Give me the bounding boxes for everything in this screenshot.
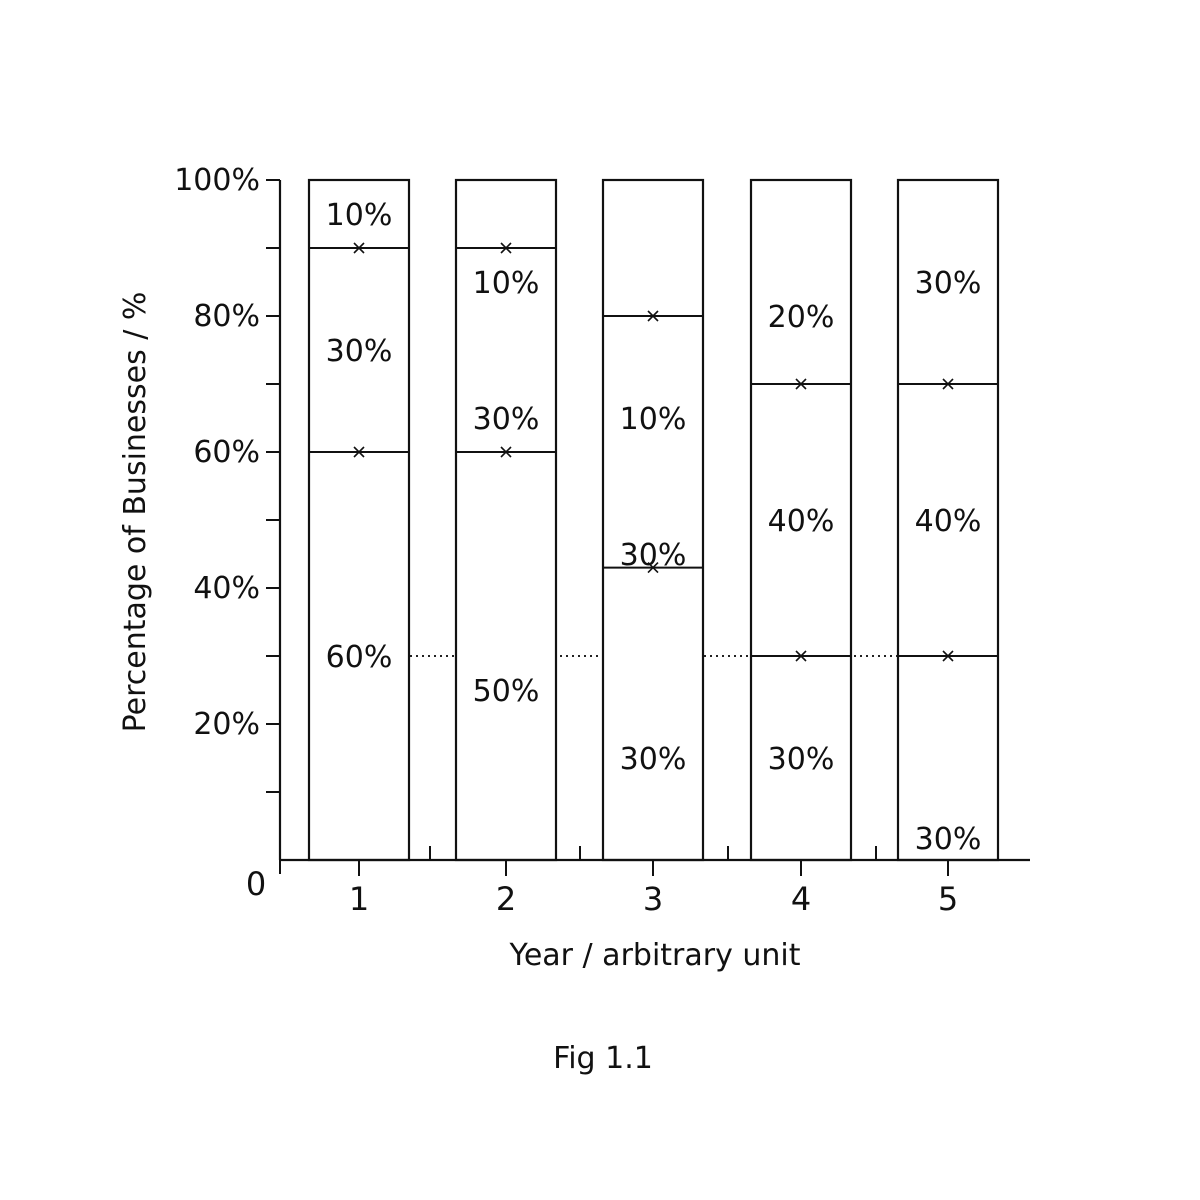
- segment-label: 40%: [768, 504, 835, 539]
- origin-label: 0: [246, 865, 266, 903]
- y-axis-title: Percentage of Businesses / %: [118, 292, 153, 733]
- y-tick-label: 100%: [174, 163, 260, 198]
- segment-label: 10%: [326, 198, 393, 233]
- boundary-marker: [942, 378, 954, 390]
- segment-label: 30%: [473, 402, 540, 437]
- figure-caption: Fig 1.1: [553, 1041, 653, 1076]
- segment-label: 30%: [915, 822, 982, 857]
- x-tick-label: 5: [938, 880, 958, 918]
- x-tick-label: 3: [643, 880, 663, 918]
- segment-label: 10%: [473, 266, 540, 301]
- boundary-marker: [795, 650, 807, 662]
- x-tick-label: 2: [496, 880, 516, 918]
- y-tick-label: 20%: [193, 707, 260, 742]
- boundary-marker: [353, 446, 365, 458]
- boundary-marker: [500, 242, 512, 254]
- segment-label: 10%: [620, 402, 687, 437]
- segment-label: 30%: [768, 742, 835, 777]
- bar-2: [454, 178, 558, 862]
- boundary-marker: [647, 562, 659, 574]
- boundary-marker: [942, 650, 954, 662]
- y-tick-label: 60%: [193, 435, 260, 470]
- segment-label: 60%: [326, 640, 393, 675]
- x-tick-label: 1: [349, 880, 369, 918]
- segment-label: 30%: [620, 742, 687, 777]
- segment-label: 30%: [326, 334, 393, 369]
- x-axis-title: Year / arbitrary unit: [508, 938, 800, 973]
- boundary-marker: [353, 242, 365, 254]
- y-tick-label: 40%: [193, 571, 260, 606]
- x-tick-label: 4: [791, 880, 811, 918]
- y-tick-label: 80%: [193, 299, 260, 334]
- segment-label: 40%: [915, 504, 982, 539]
- bars: [307, 178, 1000, 862]
- segment-label: 50%: [473, 674, 540, 709]
- boundary-marker: [647, 310, 659, 322]
- bar-1: [307, 178, 411, 862]
- segment-label: 20%: [768, 300, 835, 335]
- labels: 60% 30% 10% 50% 30% 10% 30% 30% 10% 30% 40% 20% 30% 4…: [118, 163, 981, 1076]
- boundary-marker: [500, 446, 512, 458]
- segment-label: 30%: [915, 266, 982, 301]
- segment-label: 30%: [620, 538, 687, 573]
- axes: [266, 179, 1030, 876]
- boundary-marker: [795, 378, 807, 390]
